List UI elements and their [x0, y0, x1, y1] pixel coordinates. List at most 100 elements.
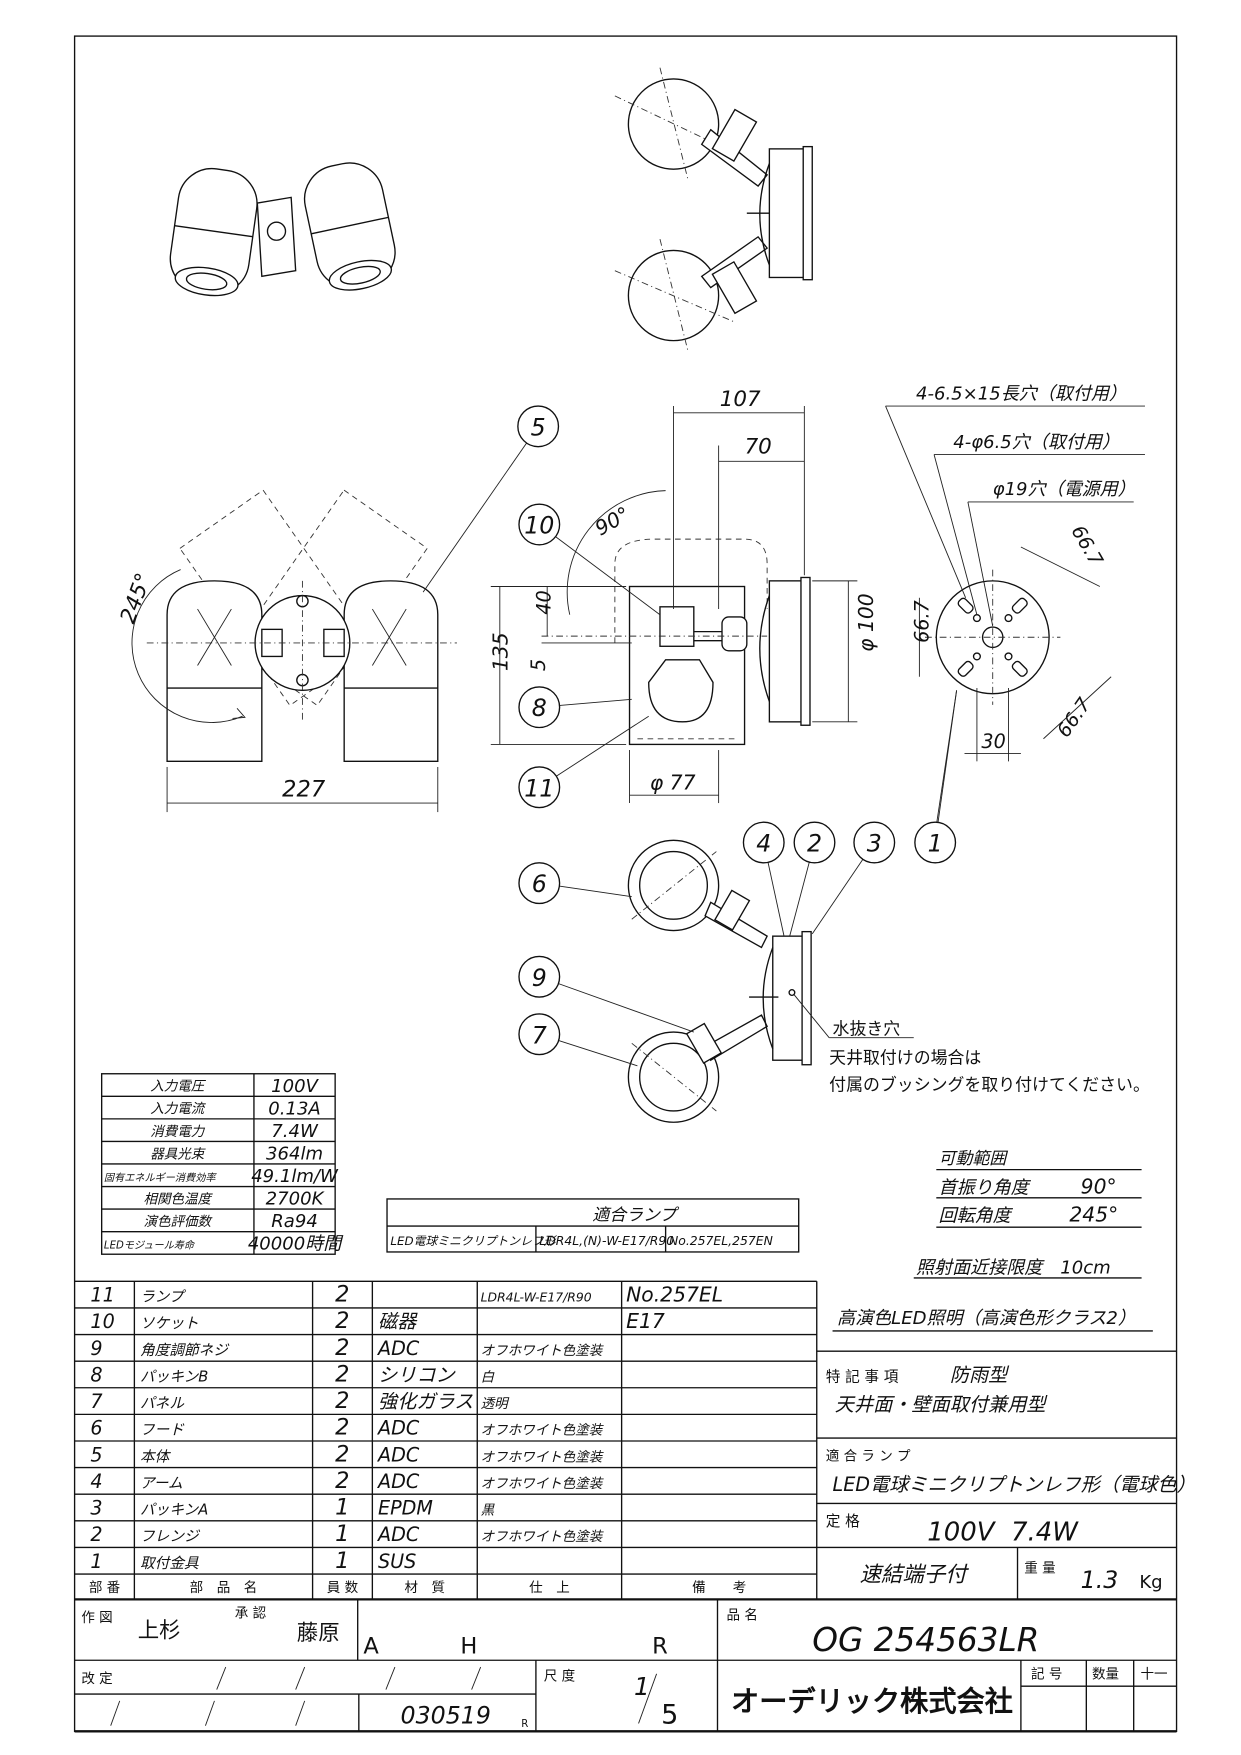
side-view: 107 70 90° 135 40 5 φ 100 φ 77 [489, 387, 878, 804]
callout-part-2: 2 [807, 830, 822, 858]
weight-label: 重 量 [1024, 1560, 1055, 1576]
spec-value: 2700K [266, 1189, 326, 1210]
part-name: 取付金具 [140, 1555, 199, 1572]
callout-leader [934, 690, 958, 843]
weight-value: 1.3 [1081, 1566, 1119, 1594]
part-quantity: 2 [335, 1282, 349, 1308]
spec-value: 100V [271, 1076, 319, 1097]
scale-label: 尺 度 [544, 1669, 575, 1685]
tilt-angle-value: 90° [1081, 1174, 1117, 1198]
part-quantity: 1 [335, 1548, 349, 1574]
part-number: 1 [90, 1550, 102, 1573]
part-material: ADC [376, 1337, 420, 1360]
part-finish: オフホワイト色塗装 [481, 1423, 605, 1439]
proximity-limit: 照射面近接限度 10cm [916, 1257, 1111, 1278]
movement-range: 可動範囲 首振り角度 90° 回転角度 245° [936, 1148, 1142, 1228]
part-number: 11 [90, 1284, 114, 1307]
callout-part-7: 7 [532, 1021, 547, 1049]
spec-label: 入力電流 [150, 1101, 207, 1117]
hole-note-power: φ19穴（電源用） [993, 479, 1136, 500]
callout-circle [518, 1013, 561, 1056]
drain-hole-label: 水抜き穴 [833, 1018, 901, 1038]
spec-value: 364lm [266, 1143, 323, 1164]
callout-circle [518, 955, 561, 998]
weight-unit: Kg [1139, 1572, 1162, 1593]
part-name: フード [140, 1422, 185, 1439]
part-material: 強化ガラス [378, 1390, 473, 1413]
rotation-angle-value: 245° [1069, 1203, 1118, 1227]
compatible-lamp-label: 適 合 ラ ン プ [826, 1448, 911, 1465]
part-quantity: 2 [335, 1388, 349, 1414]
code-a: A [363, 1633, 379, 1659]
part-finish: LDR4L-W-E17/R90 [481, 1290, 592, 1305]
part-quantity: 1 [335, 1521, 349, 1547]
part-number: 4 [90, 1470, 102, 1493]
dim-phi-77: φ 77 [650, 771, 696, 795]
part-number: 8 [90, 1363, 102, 1386]
bottom-view: 水抜き穴 天井取付けの場合は 付属のブッシングを取り付けてください。 [627, 839, 1150, 1123]
callout-part-11: 11 [524, 774, 554, 802]
approved-by: 藤原 [297, 1621, 340, 1646]
hole-note-mount: 4-φ6.5穴（取付用） [953, 432, 1120, 453]
callout-part-6: 6 [532, 870, 547, 898]
callout-leader [539, 524, 661, 616]
drawn-by: 上杉 [138, 1619, 181, 1644]
part-finish: オフホワイト色塗装 [481, 1529, 605, 1545]
callout-circle [742, 821, 785, 864]
perspective-view [169, 162, 396, 297]
code-r: R [652, 1633, 668, 1659]
dim-107: 107 [720, 387, 761, 412]
spec-label: 演色評価数 [143, 1214, 212, 1230]
spec-value: 40000時間 [248, 1234, 344, 1255]
revision-date: 030519 [401, 1701, 491, 1729]
tilt-angle-label: 首振り角度 [939, 1177, 1032, 1198]
lamp-number: No.257EL,257EN [669, 1233, 773, 1248]
spec-label: 固有エネルギー消費効率 [104, 1172, 217, 1184]
revision-date-suffix: R [521, 1719, 528, 1730]
part-quantity: 2 [335, 1361, 349, 1387]
dim-40: 40 [533, 590, 556, 614]
part-name: 角度調節ネジ [140, 1342, 230, 1359]
part-number: 7 [90, 1390, 103, 1413]
part-name: パッキンB [140, 1368, 208, 1385]
part-material: ADC [376, 1523, 420, 1546]
callout-part-8: 8 [532, 694, 547, 722]
lamp-type: LED電球ミニクリプトンレフ形 [390, 1234, 557, 1248]
parts-header-cell: 仕 上 [529, 1580, 570, 1596]
lamp-model: LDR4L,(N)-W-E17/R90 [539, 1233, 674, 1248]
spec-value: Ra94 [271, 1211, 318, 1232]
part-name: ランプ [140, 1289, 187, 1306]
part-number: 5 [90, 1443, 102, 1466]
special-notes-label: 特 記 事 項 [826, 1369, 899, 1386]
dim-245-deg: 245° [116, 570, 157, 627]
callout-part-3: 3 [867, 830, 882, 858]
part-remarks: No.257EL [626, 1283, 723, 1307]
callout-part-1: 1 [928, 830, 943, 858]
dim-5: 5 [527, 659, 550, 671]
callout-circle [518, 503, 561, 546]
callout-part-5: 5 [531, 413, 546, 441]
approved-by-label: 承 認 [235, 1605, 267, 1621]
part-finish: オフホワイト色塗装 [481, 1476, 605, 1492]
part-number: 10 [90, 1310, 114, 1333]
part-number: 3 [90, 1497, 102, 1520]
product-name-label: 品 名 [727, 1608, 758, 1624]
callout-circle [518, 686, 561, 729]
quick-terminal: 速結端子付 [860, 1562, 970, 1587]
part-name: フレンジ [140, 1528, 201, 1545]
company-name: オーデリック株式会社 [731, 1685, 1013, 1718]
dim-135: 135 [489, 632, 513, 671]
drawn-by-label: 作 図 [81, 1610, 112, 1626]
base-view: 4-6.5×15長穴（取付用） 4-φ6.5穴（取付用） φ19穴（電源用） 6… [885, 383, 1145, 826]
dim-phi-100: φ 100 [854, 593, 878, 652]
special-note-rainproof: 防雨型 [950, 1364, 1010, 1387]
drain-note-line1: 天井取付けの場合は [829, 1048, 981, 1068]
part-quantity: 2 [335, 1441, 349, 1467]
callout-part-10: 10 [524, 511, 554, 539]
parts-header-cell: 員 数 [327, 1580, 359, 1596]
